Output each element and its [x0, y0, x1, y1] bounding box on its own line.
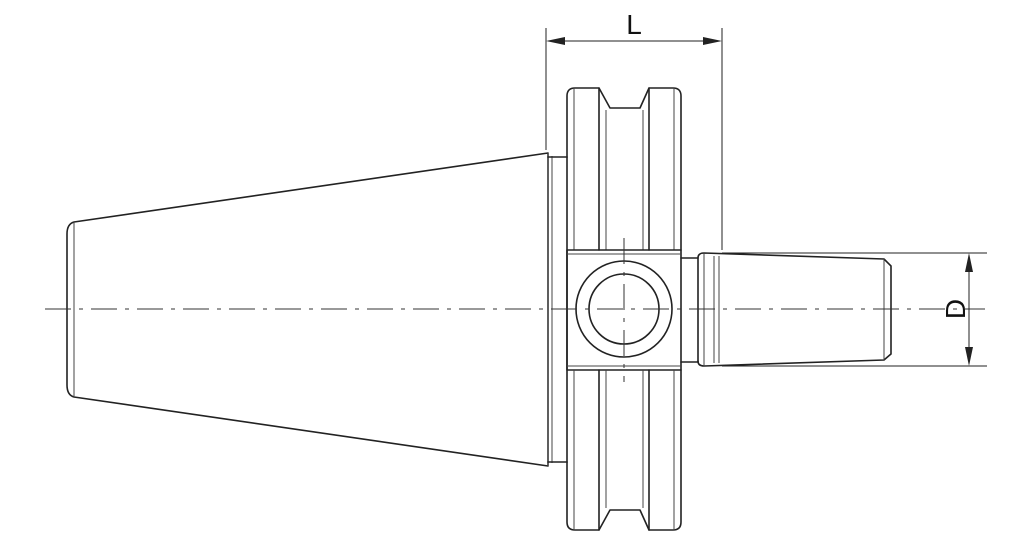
dimension-d-label: D	[940, 299, 971, 319]
collar	[680, 257, 699, 363]
dimension-d: D	[722, 252, 987, 367]
v-flange-upper	[566, 87, 682, 251]
dimension-l: L	[545, 9, 723, 250]
drive-slot-block	[566, 238, 682, 382]
v-flange-lower	[566, 369, 682, 531]
dimension-l-label: L	[626, 9, 642, 40]
